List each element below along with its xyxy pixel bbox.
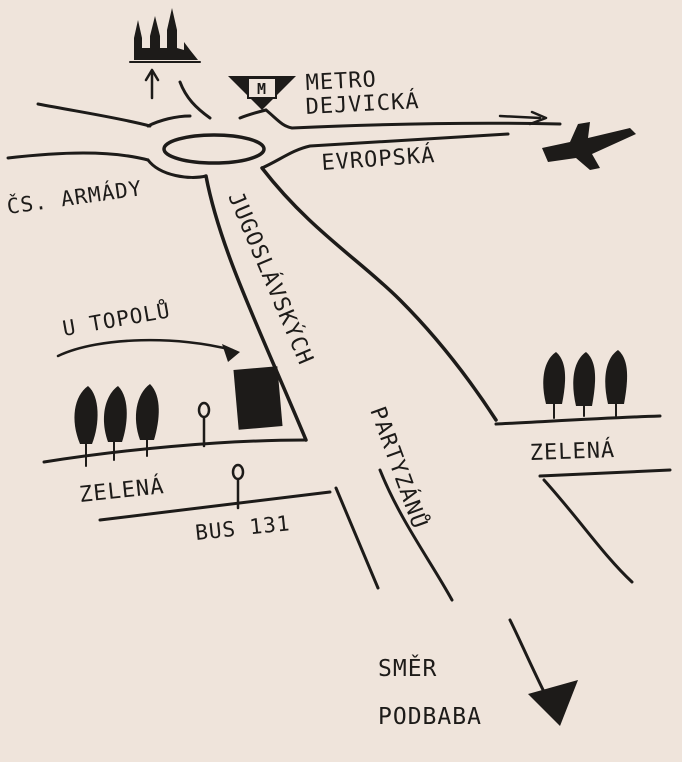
smer-label: SMĚR xyxy=(378,654,437,682)
right-streets xyxy=(494,414,672,584)
cs-armady-label: ČS. ARMÁDY xyxy=(5,175,144,219)
metro-label: METRO xyxy=(305,67,377,96)
u-topolu-label: U TOPOLŮ xyxy=(60,296,172,341)
roundabout xyxy=(6,80,562,179)
cypress-tree-icon xyxy=(103,386,127,461)
metro-sign-letter: M xyxy=(257,80,267,98)
cypress-tree-icon xyxy=(573,352,596,417)
zelena-left-label: ZELENÁ xyxy=(78,473,166,508)
airplane-icon xyxy=(542,122,636,170)
podbaba-label: PODBABA xyxy=(378,704,482,730)
castle-icon xyxy=(129,8,201,63)
zelena-right-label: ZELENÁ xyxy=(529,437,615,466)
evropska-label: EVROPSKÁ xyxy=(321,142,437,176)
metro-sign-icon: M xyxy=(228,76,296,110)
metro-station-label: DEJVICKÁ xyxy=(305,88,420,120)
direction-arrow xyxy=(508,618,578,726)
cypress-tree-icon xyxy=(543,352,566,419)
main-avenue xyxy=(204,166,498,602)
small-tree-icon xyxy=(197,401,211,448)
cypress-tree-icon xyxy=(605,350,628,417)
left-streets xyxy=(42,438,332,522)
u-topolu-arrow xyxy=(56,338,240,362)
cypress-tree-icon xyxy=(74,386,98,467)
up-arrow xyxy=(144,68,160,100)
bus-label: BUS 131 xyxy=(194,511,292,545)
cypress-tree-icon xyxy=(135,384,159,457)
bus-stop-icon xyxy=(231,463,245,510)
destination-building xyxy=(233,366,283,430)
airport-arrow xyxy=(498,110,548,126)
